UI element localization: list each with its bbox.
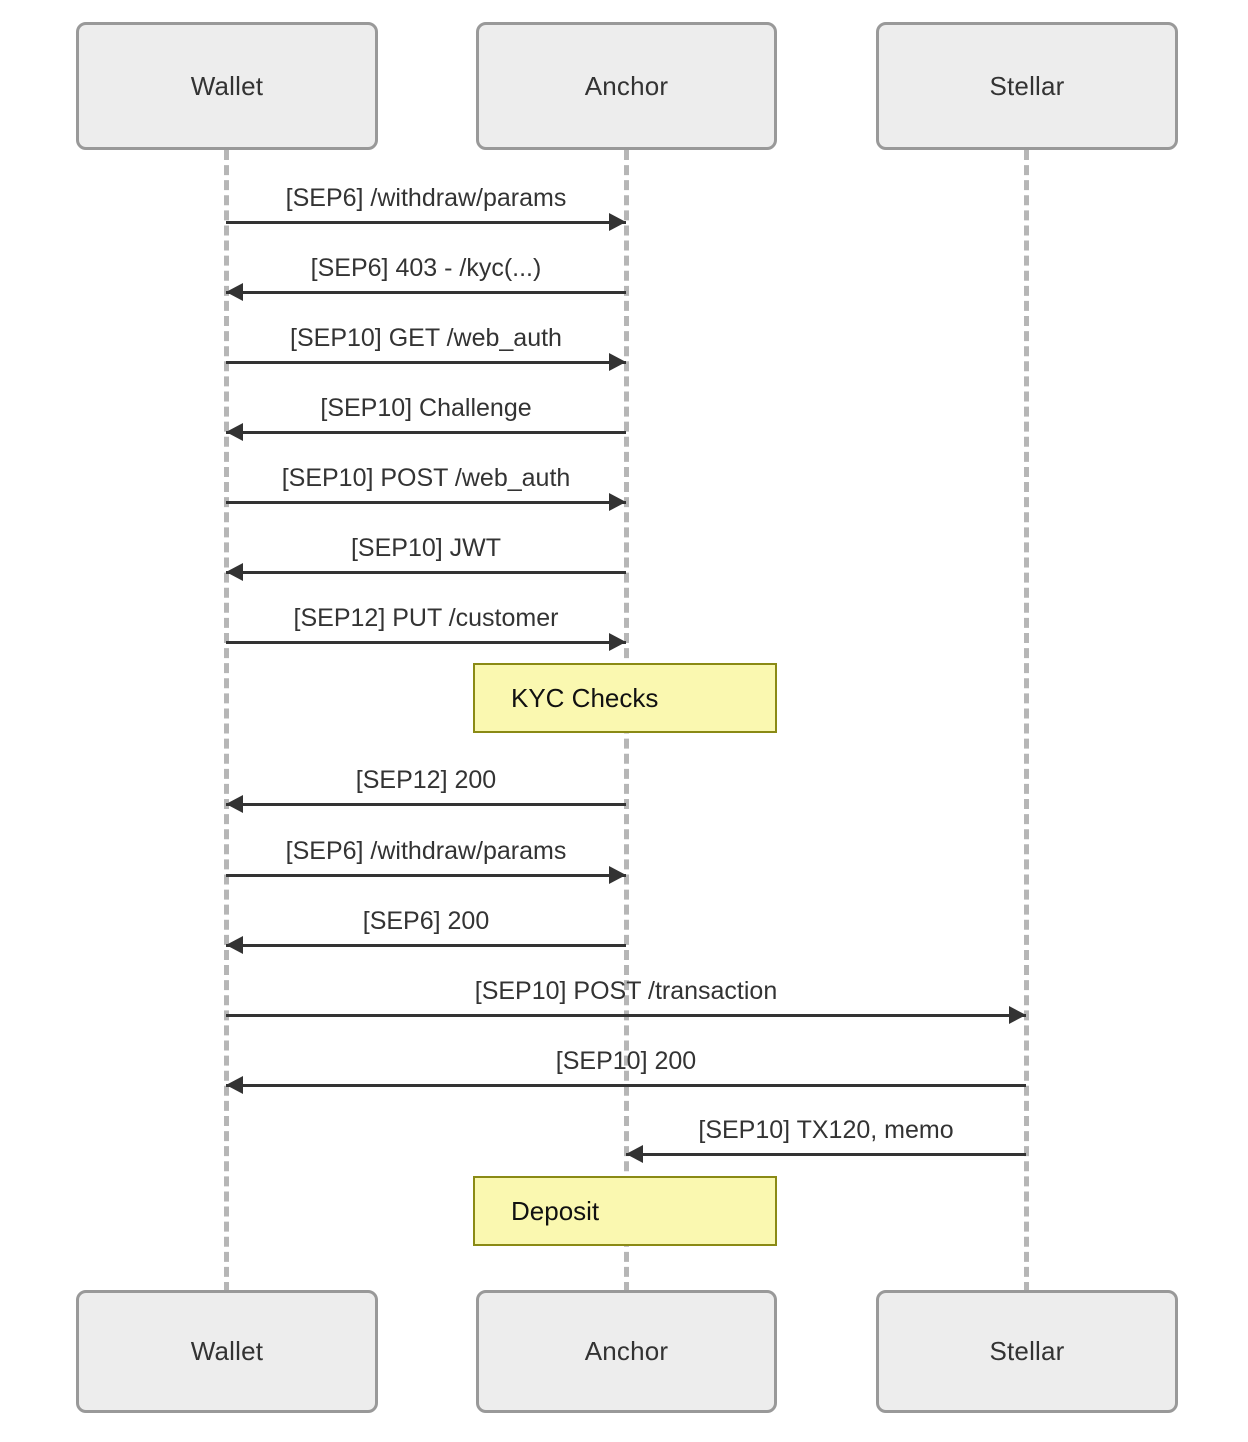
message-label-m4: [SEP10] Challenge	[320, 394, 532, 422]
message-label-m12: [SEP10] 200	[555, 1047, 697, 1075]
note-box-n2[interactable]: Deposit	[473, 1176, 777, 1246]
arrowhead-right-icon-m7	[609, 633, 626, 651]
arrowhead-left-icon-m10	[226, 936, 243, 954]
arrowhead-right-icon-m3	[609, 353, 626, 371]
message-label-m7: [SEP12] PUT /customer	[293, 604, 559, 632]
message-label-m13: [SEP10] TX120, memo	[698, 1116, 954, 1144]
message-arrow-m4	[226, 431, 626, 434]
arrowhead-left-icon-m6	[226, 563, 243, 581]
message-arrow-m3	[226, 361, 626, 364]
message-label-m9: [SEP6] /withdraw/params	[285, 837, 567, 865]
message-arrow-m1	[226, 221, 626, 224]
note-label-n2: Deposit	[511, 1195, 600, 1226]
actor-box-anchor-top[interactable]: Anchor	[476, 22, 777, 150]
actor-label-stellar-top: Stellar	[989, 70, 1065, 101]
actor-box-wallet-top[interactable]: Wallet	[76, 22, 378, 150]
message-arrow-m5	[226, 501, 626, 504]
message-arrow-m10	[226, 944, 626, 947]
message-arrow-m12	[226, 1084, 1026, 1087]
actor-label-wallet-top: Wallet	[190, 70, 264, 101]
actor-label-wallet-bottom: Wallet	[190, 1336, 264, 1366]
arrowhead-left-icon-m4	[226, 423, 243, 441]
actor-label-stellar-bottom: Stellar	[989, 1336, 1065, 1366]
actor-box-stellar-bottom[interactable]: Stellar	[876, 1290, 1178, 1413]
arrowhead-left-icon-m2	[226, 283, 243, 301]
actor-label-anchor-bottom: Anchor	[584, 1336, 669, 1366]
message-arrow-m6	[226, 571, 626, 574]
arrowhead-right-icon-m5	[609, 493, 626, 511]
arrowhead-right-icon-m1	[609, 213, 626, 231]
arrowhead-left-icon-m8	[226, 795, 243, 813]
note-box-n1[interactable]: KYC Checks	[473, 663, 777, 733]
message-arrow-m2	[226, 291, 626, 294]
message-label-m2: [SEP6] 403 - /kyc(...)	[310, 254, 542, 282]
message-arrow-m11	[226, 1014, 1026, 1017]
message-label-m8: [SEP12] 200	[355, 766, 497, 794]
arrowhead-left-icon-m13	[626, 1145, 643, 1163]
message-label-m5: [SEP10] POST /web_auth	[281, 464, 571, 492]
message-arrow-m13	[626, 1153, 1026, 1156]
message-label-m3: [SEP10] GET /web_auth	[290, 324, 562, 352]
message-arrow-m7	[226, 641, 626, 644]
message-label-m11: [SEP10] POST /transaction	[474, 977, 778, 1005]
actor-box-wallet-bottom[interactable]: Wallet	[76, 1290, 378, 1413]
note-label-n1: KYC Checks	[511, 682, 659, 713]
actor-label-anchor-top: Anchor	[584, 70, 669, 101]
actor-box-stellar-top[interactable]: Stellar	[876, 22, 1178, 150]
message-label-m10: [SEP6] 200	[362, 907, 490, 935]
actor-box-anchor-bottom[interactable]: Anchor	[476, 1290, 777, 1413]
arrowhead-right-icon-m9	[609, 866, 626, 884]
message-arrow-m9	[226, 874, 626, 877]
lifeline-wallet	[224, 150, 229, 1292]
message-label-m1: [SEP6] /withdraw/params	[285, 184, 567, 212]
arrowhead-left-icon-m12	[226, 1076, 243, 1094]
lifeline-stellar	[1024, 150, 1029, 1292]
arrowhead-right-icon-m11	[1009, 1006, 1026, 1024]
message-label-m6: [SEP10] JWT	[350, 534, 502, 562]
message-arrow-m8	[226, 803, 626, 806]
